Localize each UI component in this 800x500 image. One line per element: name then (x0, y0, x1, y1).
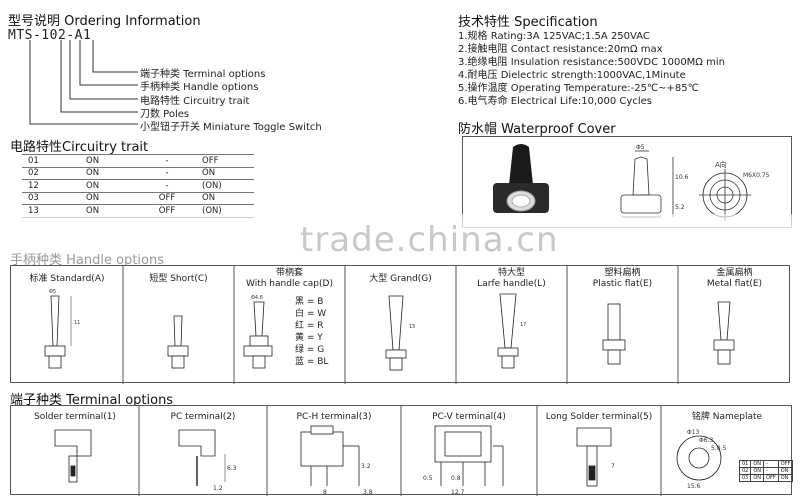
handles-drawings: Φ5 11 Φ4.6 15 17 (44, 266, 735, 384)
dim-nameplate-hole: 5.0.5 (711, 445, 726, 452)
waterproof-side-view (620, 150, 674, 218)
terminal-pch-title: PC-H terminal(3) (296, 412, 372, 422)
handle-plastic-flat-drawing (602, 303, 626, 365)
handle-standard-title: 标准 Standard(A) (29, 274, 105, 284)
terminal-pcv-title: PC-V terminal(4) (432, 412, 506, 422)
terminal-solder-drawing (54, 429, 92, 483)
spec-title: 技术特性 Specification (458, 15, 598, 30)
handle-grand-title: 大型 Grand(G) (369, 274, 432, 284)
legend-terminal: 端子种类 Terminal options (140, 69, 266, 80)
view-a-label: A向 (715, 160, 727, 169)
color-green: 绿 = G (295, 345, 325, 355)
dim-handle-cap-dia: Φ4.6 (251, 295, 263, 301)
nameplate-drawing (676, 435, 722, 481)
terminal-pcv-drawing (434, 425, 504, 486)
nameplate-title: 铭牌 Nameplate (691, 412, 763, 422)
terminal-pc-drawing (178, 429, 226, 486)
ordering-title: 型号说明 Ordering Information (8, 14, 201, 29)
handle-grand-drawing (385, 295, 407, 371)
handle-large-title: 特大型 (497, 268, 525, 278)
terminal-long-solder-drawing (576, 427, 612, 487)
terminal-pc-title: PC terminal(2) (170, 412, 236, 422)
dim-handle-len-a: 11 (74, 320, 80, 326)
ordering-leader-lines (29, 40, 138, 125)
color-red: 红 = R (295, 321, 324, 331)
dim-thread: M6X0.75 (743, 172, 770, 179)
color-yellow: 黄 = Y (295, 333, 323, 343)
terminals-panel: 6.3 1.2 3.2 8 3.8 0.5 0.8 12.7 7 Φ13 Φ6.… (10, 405, 794, 496)
terminals-title: 端子种类 Terminal options (10, 393, 174, 408)
spec-item: 1.规格 Rating:3A 125VAC;1.5A 250VAC (458, 31, 650, 42)
waterproof-drawing: Φ5 10.6 5.2 A向 M6X0.75 (493, 144, 770, 221)
waterproof-cap-photo (493, 144, 549, 213)
handle-large-drawing (497, 293, 519, 369)
handle-plastic-title: 塑料扁柄 (604, 268, 641, 278)
handle-large-sub: Larfe handle(L) (477, 279, 546, 289)
dim-long-solder-len: 7 (611, 463, 615, 470)
dim-handle-len-l: 17 (520, 322, 526, 328)
legend-poles: 刀数 Poles (140, 109, 190, 120)
handles-title: 手柄种类 Handle options (10, 253, 164, 268)
dim-handle-dia: Φ5 (49, 289, 56, 295)
watermark-band (0, 214, 800, 262)
dim-handle-len-g: 15 (409, 324, 415, 330)
terminal-long-solder-title: Long Solder terminal(5) (545, 412, 653, 422)
handle-standard-drawing (44, 295, 72, 369)
handle-cap-drawing (243, 301, 273, 369)
handle-plastic-sub: Plastic flat(E) (592, 279, 653, 289)
dim-pch-offset: 3.8 (363, 489, 373, 496)
dim-pcv-thick: 0.5 (423, 475, 433, 482)
legend-handle: 手柄种类 Handle options (140, 82, 259, 93)
dim-pch-height: 3.2 (361, 463, 371, 470)
circuitry-title: 电路特性Circuitry trait (10, 140, 149, 155)
handle-cap-sub: With handle cap(D) (246, 279, 333, 289)
dim-pch-width: 8 (323, 489, 327, 496)
handle-metal-sub: Metal flat(E) (706, 279, 763, 289)
waterproof-title: 防水帽 Waterproof Cover (458, 122, 616, 137)
dim-nameplate-width: 15.6 (687, 483, 701, 490)
color-blue: 蓝 = BL (295, 357, 329, 367)
waterproof-panel: Φ5 10.6 5.2 A向 M6X0.75 (462, 136, 792, 228)
dim-cap-height: 10.6 (675, 174, 689, 181)
spec-list: 1.规格 Rating:3A 125VAC;1.5A 250VAC 2.接触电阻… (458, 30, 725, 108)
dim-nameplate-inner: Φ6.3 (699, 437, 713, 444)
model-code: MTS-102-A1 (8, 28, 92, 43)
legend-circuit: 电路特性 Circuitry trait (140, 96, 250, 107)
handle-cap-title: 带柄套 (275, 268, 303, 278)
spec-item: 5.操作温度 Operating Temperature:-25℃~+85℃ (458, 83, 699, 94)
spec-item: 3.绝缘电阻 Insulation resistance:500VDC 1000… (458, 57, 725, 68)
legend-switch: 小型钮子开关 Miniature Toggle Switch (140, 122, 322, 133)
handle-metal-title: 金属扁柄 (716, 268, 753, 278)
spec-item: 2.接触电阻 Contact resistance:20mΩ max (458, 44, 663, 55)
handle-short-drawing (167, 315, 189, 369)
dim-cap-diameter: Φ5 (636, 144, 645, 151)
color-white: 白 = W (295, 309, 327, 319)
terminal-pch-drawing (300, 425, 360, 486)
dim-pcv-pin: 0.8 (451, 475, 461, 482)
dim-pcv-width: 12.7 (451, 489, 465, 496)
handle-short-title: 短型 Short(C) (149, 274, 208, 284)
watermark-text: trade.china.cn (300, 220, 559, 260)
color-black: 黑 = B (295, 297, 324, 307)
terminal-drawings: 6.3 1.2 3.2 8 3.8 0.5 0.8 12.7 7 Φ13 Φ6.… (54, 406, 726, 496)
terminal-solder-title: Solder terminal(1) (34, 412, 116, 422)
spec-item: 4.耐电压 Dielectric strength:1000VAC,1Minut… (458, 70, 686, 81)
spec-item: 6.电气寿命 Electrical Life:10,000 Cycles (458, 96, 652, 107)
dim-nameplate-outer: Φ13 (687, 429, 700, 436)
handle-color-list: 黑 = B 白 = W 红 = R 黄 = Y 绿 = G 蓝 = BL (295, 296, 328, 368)
dim-pc-len: 6.3 (227, 465, 237, 472)
handle-metal-flat-drawing (713, 301, 735, 365)
dim-cap-base: 5.2 (675, 204, 685, 211)
dim-pc-pitch: 1.2 (213, 485, 223, 492)
handles-panel: Φ5 11 Φ4.6 15 17 标准 Standard(A) 短型 Short… (10, 265, 790, 384)
